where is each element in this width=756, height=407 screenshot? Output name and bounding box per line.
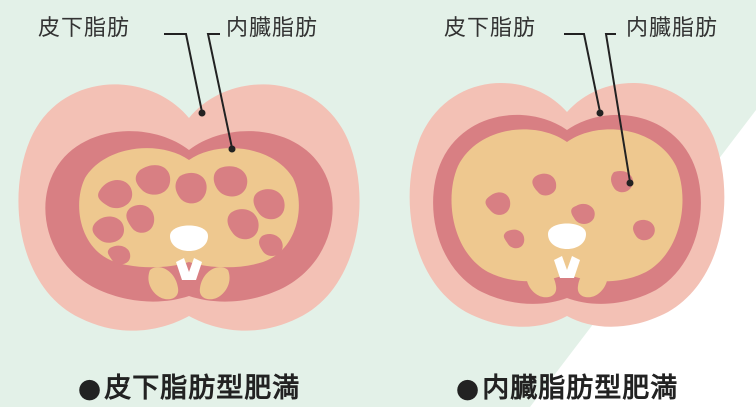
title-text: 内臓脂肪型肥満 bbox=[482, 373, 678, 404]
bullet-icon: ● bbox=[456, 373, 481, 404]
bullet-icon: ● bbox=[78, 373, 103, 404]
leader-line-subcutaneous bbox=[164, 34, 202, 112]
cross-section-visceral bbox=[378, 0, 756, 407]
leader-dot-subcutaneous bbox=[199, 110, 206, 117]
label-subcutaneous-fat: 皮下脂肪 bbox=[38, 10, 130, 42]
leader-dot-subcutaneous bbox=[597, 110, 604, 117]
visceral-fat-area bbox=[451, 129, 682, 281]
label-visceral-fat: 内臓脂肪 bbox=[626, 10, 718, 42]
leader-dot-visceral bbox=[627, 180, 634, 187]
label-visceral-fat: 内臓脂肪 bbox=[226, 10, 318, 42]
cross-section-subcutaneous bbox=[0, 0, 378, 407]
title-visceral-obesity: ●内臓脂肪型肥満 bbox=[378, 366, 756, 405]
label-subcutaneous-fat: 皮下脂肪 bbox=[444, 10, 536, 42]
panel-visceral-obesity: 皮下脂肪 内臓脂肪 ●内臓脂肪型肥満 bbox=[378, 0, 756, 407]
panel-subcutaneous-obesity: 皮下脂肪 内臓脂肪 ●皮下脂肪型肥満 bbox=[0, 0, 378, 407]
leader-dot-visceral bbox=[229, 146, 236, 153]
title-text: 皮下脂肪型肥満 bbox=[104, 373, 300, 404]
title-subcutaneous-obesity: ●皮下脂肪型肥満 bbox=[0, 366, 378, 405]
